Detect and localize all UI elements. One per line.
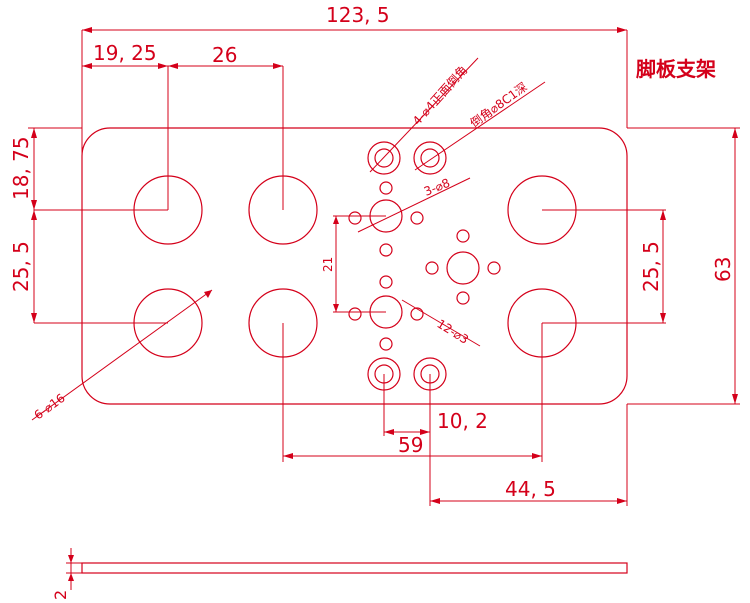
note-three-holes: 3-⌀8 bbox=[422, 176, 452, 199]
chamfer-hole-inner bbox=[374, 148, 394, 168]
small-hole bbox=[410, 211, 424, 225]
note-chamfer-holes: 4-⌀4正面倒角 bbox=[410, 63, 470, 128]
chamfered-holes bbox=[367, 141, 447, 391]
dim-hole-spacing-x: 26 bbox=[212, 43, 237, 67]
small-hole bbox=[456, 291, 470, 305]
dim-overall-width: 123, 5 bbox=[326, 3, 390, 27]
dim-hole-spacing-y-right: 25, 5 bbox=[639, 241, 663, 292]
dim-left-offset: 19, 25 bbox=[93, 41, 157, 65]
small-hole bbox=[456, 229, 470, 243]
note-twelve-holes: 12-⌀3 bbox=[434, 317, 471, 347]
dim-hole-spacing-y-left: 25, 5 bbox=[9, 241, 33, 292]
small-holes bbox=[348, 181, 501, 351]
medium-holes bbox=[369, 199, 480, 329]
dim-center-spacing: 59 bbox=[398, 433, 423, 457]
large-holes bbox=[133, 175, 577, 358]
dim-top-offset: 18, 75 bbox=[9, 136, 33, 200]
note-chamfer-spec: 倒角⌀8C1深 bbox=[468, 80, 530, 131]
chamfer-hole-outer bbox=[413, 141, 447, 175]
medium-hole bbox=[446, 251, 480, 285]
small-hole bbox=[425, 261, 439, 275]
side-view-plate bbox=[81, 562, 628, 574]
small-hole bbox=[348, 211, 362, 225]
dim-overall-height: 63 bbox=[711, 257, 735, 282]
plate-outline bbox=[81, 127, 628, 405]
dimension-lines bbox=[28, 27, 740, 506]
dim-vertical-21: 21 bbox=[321, 257, 335, 272]
small-hole bbox=[410, 307, 424, 321]
small-hole bbox=[348, 307, 362, 321]
chamfer-hole-inner bbox=[420, 148, 440, 168]
small-hole bbox=[379, 337, 393, 351]
dim-small-pair-spacing: 10, 2 bbox=[437, 409, 488, 433]
chamfer-hole-outer bbox=[367, 141, 401, 175]
side-view bbox=[66, 548, 628, 590]
small-hole bbox=[379, 243, 393, 257]
drawing-title: 脚板支架 bbox=[636, 57, 716, 81]
dim-thickness: 2 bbox=[51, 590, 70, 600]
note-six-holes: 6-⌀16 bbox=[32, 391, 68, 423]
small-hole bbox=[379, 275, 393, 289]
small-hole bbox=[487, 261, 501, 275]
small-hole bbox=[379, 181, 393, 195]
dim-right-offset: 44, 5 bbox=[505, 477, 556, 501]
